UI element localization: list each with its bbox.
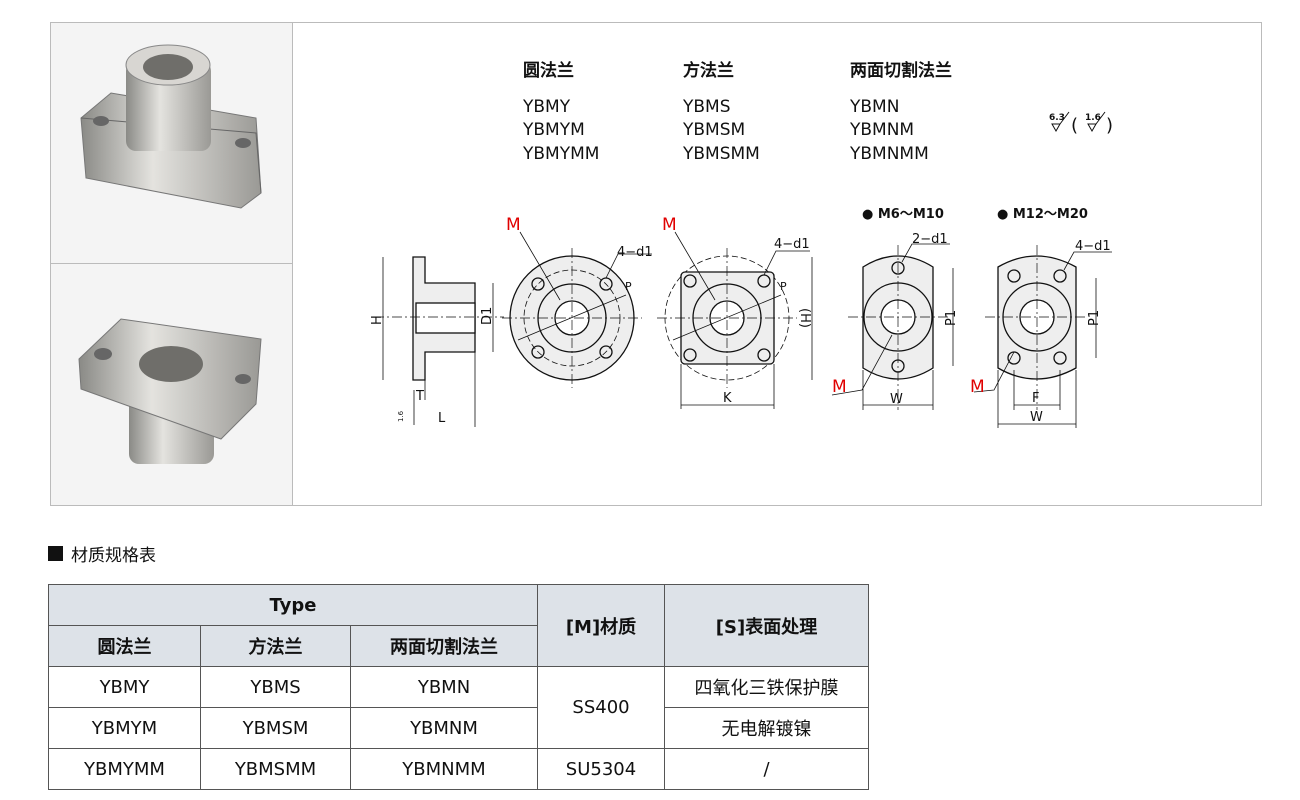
- material-marker: M: [970, 377, 985, 397]
- square-bullet-icon: [48, 546, 63, 561]
- surface-cell: 四氧化三铁保护膜: [664, 666, 869, 708]
- material-header: [M]材质: [537, 584, 665, 667]
- svg-text:4−d1: 4−d1: [617, 245, 653, 260]
- surface-header: [S]表面处理: [664, 584, 869, 667]
- svg-text:W: W: [1030, 410, 1043, 425]
- svg-text:F: F: [1032, 391, 1039, 406]
- column-header: 圆法兰: [48, 625, 201, 667]
- family-two-cut: 两面切割法兰 YBMN YBMNM YBMNMM: [850, 60, 952, 166]
- table-cell: YBMSMM: [200, 748, 351, 790]
- table-row: YBMYMM YBMSMM YBMNMM SU5304 /: [48, 748, 869, 790]
- part-code: YBMS: [683, 96, 731, 117]
- material-marker: M: [832, 377, 847, 397]
- type-header: Type: [48, 584, 538, 626]
- svg-text:2−d1: 2−d1: [912, 232, 948, 247]
- table-cell: YBMYMM: [48, 748, 201, 790]
- svg-text:D1: D1: [480, 307, 495, 325]
- table-cell: YBMY: [48, 666, 201, 708]
- part-code: YBMSM: [683, 120, 746, 140]
- surface-cell: 无电解镀镍: [664, 707, 869, 749]
- product-photo-top: [51, 23, 293, 264]
- round-flange-drawing: M 4−d1 P: [502, 215, 653, 388]
- part-code: YBMNMM: [850, 143, 929, 164]
- roughness-symbol: 6.3 ( 1.6 ): [1049, 111, 1113, 136]
- part-code: YBMY: [523, 96, 571, 117]
- flange-nut-image: [80, 44, 262, 209]
- table-cell: YBMS: [200, 666, 351, 708]
- table-cell: YBMYM: [48, 707, 201, 749]
- svg-text:4−d1: 4−d1: [1075, 239, 1111, 254]
- table-cell: YBMN: [350, 666, 538, 708]
- table-cell: YBMSM: [200, 707, 351, 749]
- svg-text:P1: P1: [944, 310, 959, 326]
- material-cell: SS400: [537, 666, 665, 749]
- section-heading: 材质规格表: [48, 541, 156, 566]
- part-code: YBMSMM: [683, 143, 760, 164]
- family-title: 两面切割法兰: [850, 61, 952, 81]
- svg-text:W: W: [890, 392, 903, 407]
- svg-text:P1: P1: [1087, 310, 1102, 326]
- table-cell: YBMNMM: [350, 748, 538, 790]
- part-code: YBMYM: [523, 120, 585, 140]
- product-panel: [50, 22, 1262, 506]
- part-code: YBMYMM: [523, 143, 600, 164]
- svg-text:T: T: [415, 389, 424, 404]
- table-row: YBMY YBMS YBMN SS400 四氧化三铁保护膜: [48, 666, 869, 749]
- side-view-drawing: H D1 T L 1.6: [370, 256, 504, 427]
- square-flange-drawing: M 4−d1 P K (H): [657, 215, 813, 409]
- svg-text:P: P: [625, 280, 632, 293]
- svg-text:P: P: [780, 280, 787, 293]
- column-header: 方法兰: [200, 625, 351, 667]
- flange-nut-image: [78, 318, 262, 464]
- svg-text:(H): (H): [797, 308, 812, 328]
- material-cell: SU5304: [537, 748, 665, 790]
- svg-text:4−d1: 4−d1: [774, 237, 810, 252]
- technical-drawings: 6.3 ( 1.6 ) H D1 T L 1.6 M 4−d1 P M 4−d1…: [370, 111, 1113, 428]
- svg-text:): ): [1106, 115, 1113, 136]
- column-header: 两面切割法兰: [350, 625, 538, 667]
- material-marker: M: [506, 215, 521, 235]
- family-title: 圆法兰: [523, 61, 574, 81]
- material-marker: M: [662, 215, 677, 235]
- two-cut-flange-small-drawing: ● M6～M10 2−d1 P1 W M: [831, 207, 959, 410]
- surface-cell: /: [664, 748, 869, 790]
- family-square: 方法兰 YBMS YBMSM YBMSMM: [683, 60, 760, 166]
- svg-text:6.3: 6.3: [1049, 113, 1065, 123]
- svg-text:K: K: [723, 391, 732, 406]
- family-round: 圆法兰 YBMY YBMYM YBMYMM: [523, 60, 599, 166]
- part-code: YBMN: [850, 96, 900, 117]
- family-title: 方法兰: [683, 61, 734, 81]
- two-cut-flange-large-drawing: ● M12～M20 4−d1 P1 F W M: [970, 207, 1112, 428]
- table-cell: YBMNM: [350, 707, 538, 749]
- svg-text:H: H: [370, 315, 385, 325]
- svg-text:L: L: [438, 411, 446, 426]
- product-photo-bottom: [51, 264, 293, 505]
- svg-text:● M12～M20: ● M12～M20: [997, 207, 1088, 222]
- material-spec-table: Type [M]材质 [S]表面处理 圆法兰 方法兰 两面切割法兰 YBMY Y…: [48, 584, 869, 790]
- part-code: YBMNM: [850, 120, 915, 140]
- section-title: 材质规格表: [71, 546, 156, 566]
- svg-text:1.6: 1.6: [1085, 113, 1101, 123]
- svg-text:● M6～M10: ● M6～M10: [862, 207, 944, 222]
- svg-text:(: (: [1071, 115, 1078, 136]
- svg-text:1.6: 1.6: [397, 410, 405, 422]
- table-row: YBMYM YBMSM YBMNM 无电解镀镍: [48, 707, 869, 749]
